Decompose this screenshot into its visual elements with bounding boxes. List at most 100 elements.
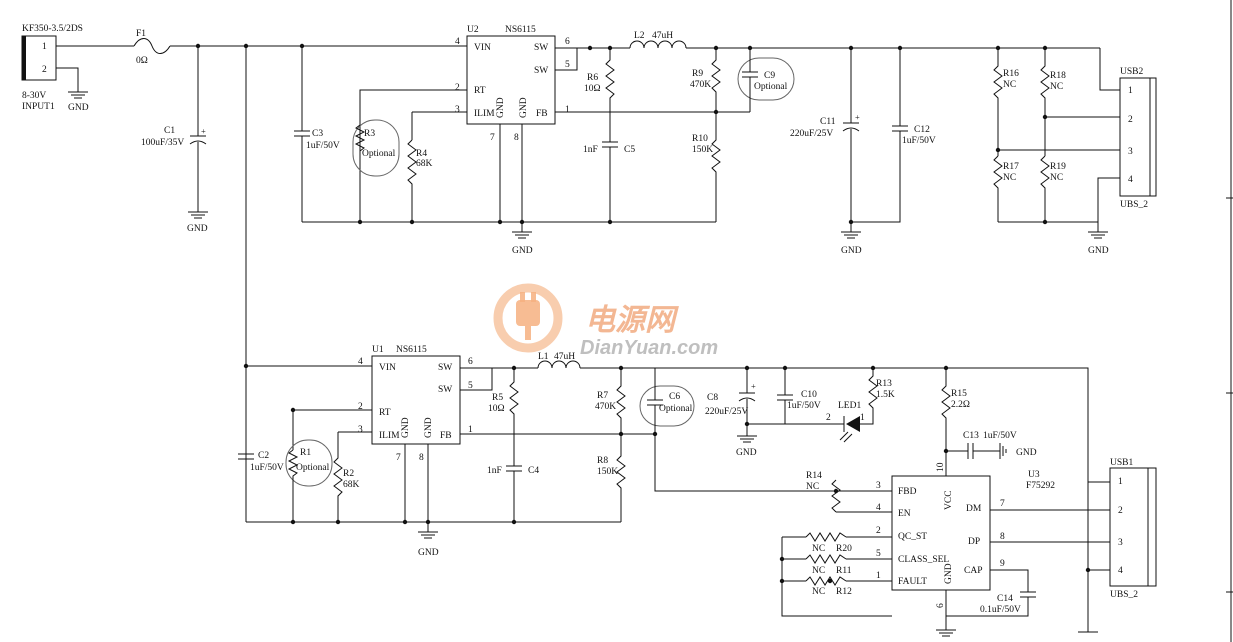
u2-fb: FB [536, 109, 548, 119]
c3-ref: C3 [312, 129, 323, 139]
u3-dp: DP [968, 537, 980, 547]
ic-u1: U1 NS6115 VIN RT ILIM SW SW FB GND GND 4… [358, 345, 473, 463]
gnd-label: GND [1016, 448, 1037, 458]
c11-value: 220uF/25V [790, 129, 833, 139]
r8-value: 150K [597, 467, 618, 477]
u3-dm: DM [966, 504, 982, 514]
capacitor-c1: + C1 100uF/35V [141, 46, 207, 212]
resistor-r3: R3 Optional [352, 119, 400, 177]
u1-vin: VIN [379, 363, 396, 373]
gnd-label: GND [512, 246, 533, 256]
u3-pin2: 2 [876, 526, 881, 536]
r5-ref: R5 [492, 393, 503, 403]
gnd-label: GND [187, 224, 208, 234]
u2-gnd1: GND [496, 97, 506, 118]
u3-pin3: 3 [876, 481, 881, 491]
u2-gnd2: GND [519, 97, 529, 118]
u1-part: NS6115 [396, 345, 427, 355]
usb2-pin4: 4 [1128, 175, 1133, 185]
l1-value: 47uH [554, 352, 575, 362]
u2-pin4: 4 [455, 37, 460, 47]
c13-ref: C13 [963, 431, 979, 441]
r7-ref: R7 [597, 391, 608, 401]
r17-value: NC [1003, 173, 1016, 183]
c9-value: Optional [754, 82, 788, 92]
capacitor-c10: C10 1uF/50V [747, 368, 821, 425]
usb1-pin1: 1 [1118, 477, 1123, 487]
usb1-pin4: 4 [1118, 566, 1123, 576]
r6-value: 10Ω [584, 84, 601, 94]
u3-cap: CAP [964, 566, 982, 576]
r3-value: Optional [362, 149, 396, 159]
r16-ref: R16 [1003, 69, 1019, 79]
usb2-connector: USB2 UBS_2 1 2 3 4 [1119, 67, 1157, 210]
resistor-r16: R16 NC [993, 48, 1019, 156]
u3-pin9: 9 [1000, 559, 1005, 569]
r6-ref: R6 [587, 73, 598, 83]
resistor-r20: NC R20 [805, 532, 852, 554]
ground-symbol [68, 91, 88, 99]
u3-en: EN [898, 509, 911, 519]
u1-ref: U1 [372, 345, 384, 355]
u1-sw1: SW [438, 363, 452, 373]
r16-value: NC [1003, 80, 1016, 90]
r17-ref: R17 [1003, 162, 1019, 172]
resistor-r14: R14 NC [806, 471, 841, 513]
r3-ref: R3 [364, 129, 375, 139]
u2-pin1: 1 [565, 105, 570, 115]
fuse-f1: F1 0Ω [133, 29, 171, 66]
svg-text:+: + [751, 381, 756, 391]
c6-ref: C6 [669, 392, 680, 402]
led1-pin1: 1 [860, 413, 865, 423]
gnd-label: GND [418, 548, 439, 558]
c8-value: 220uF/25V [705, 407, 748, 417]
r10-value: 150K [692, 145, 713, 155]
resistor-r19: R19 NC [1040, 155, 1066, 222]
u3-fault: FAULT [898, 577, 927, 587]
resistor-r2: R2 68K [333, 432, 360, 522]
led1-ref: LED1 [838, 401, 861, 411]
led1-icon: LED1 2 1 [785, 401, 865, 443]
r2-value: 68K [343, 480, 360, 490]
u3-vcc: VCC [944, 490, 954, 510]
connector-pin1: 1 [42, 42, 47, 52]
gnd-label: GND [1088, 246, 1109, 256]
c8-ref: C8 [707, 393, 718, 403]
u3-pin8: 8 [1000, 532, 1005, 542]
usb2-pin2: 2 [1128, 115, 1133, 125]
resistor-r17: R17 NC [993, 155, 1019, 222]
c14-ref: C14 [997, 594, 1013, 604]
resistor-r8: R8 150K [597, 434, 626, 522]
u1-pin1: 1 [468, 425, 473, 435]
r1-value: Optional [296, 463, 330, 473]
c5-ref: C5 [624, 145, 635, 155]
usb2-pin1: 1 [1128, 86, 1133, 96]
watermark-cn: 电源网 [585, 304, 679, 337]
f1-value: 0Ω [136, 56, 148, 66]
l2-value: 47uH [652, 31, 673, 41]
u1-pin8: 8 [419, 453, 424, 463]
connector-voltage: 8-30V [22, 91, 46, 101]
r15-value: 2.2Ω [951, 400, 970, 410]
connector-pin2: 2 [42, 65, 47, 75]
r13-ref: R13 [876, 379, 892, 389]
resistor-r4: R4 68K [407, 139, 433, 200]
resistor-r12: NC R12 [805, 576, 852, 597]
usb2-part: UBS_2 [1120, 200, 1148, 210]
r10-ref: R10 [692, 134, 708, 144]
usb1-part: UBS_2 [1110, 590, 1138, 600]
c12-ref: C12 [914, 125, 930, 135]
ic-u2: U2 NS6115 VIN RT ILIM SW SW FB GND GND 4… [455, 25, 570, 143]
u3-fbd: FBD [898, 487, 917, 497]
resistor-r18: R18 NC [1040, 48, 1066, 156]
gnd-label: GND [841, 246, 862, 256]
c4-ref: C4 [528, 466, 539, 476]
u1-ilim: ILIM [379, 431, 400, 441]
capacitor-c13: C13 1uF/50V GND [946, 431, 1037, 459]
u1-gnd2: GND [424, 417, 434, 438]
c11-ref: C11 [820, 117, 836, 127]
u1-sw2: SW [438, 385, 452, 395]
u3-part: F75292 [1026, 481, 1055, 491]
u1-fb: FB [440, 431, 452, 441]
l2-ref: L2 [634, 31, 645, 41]
